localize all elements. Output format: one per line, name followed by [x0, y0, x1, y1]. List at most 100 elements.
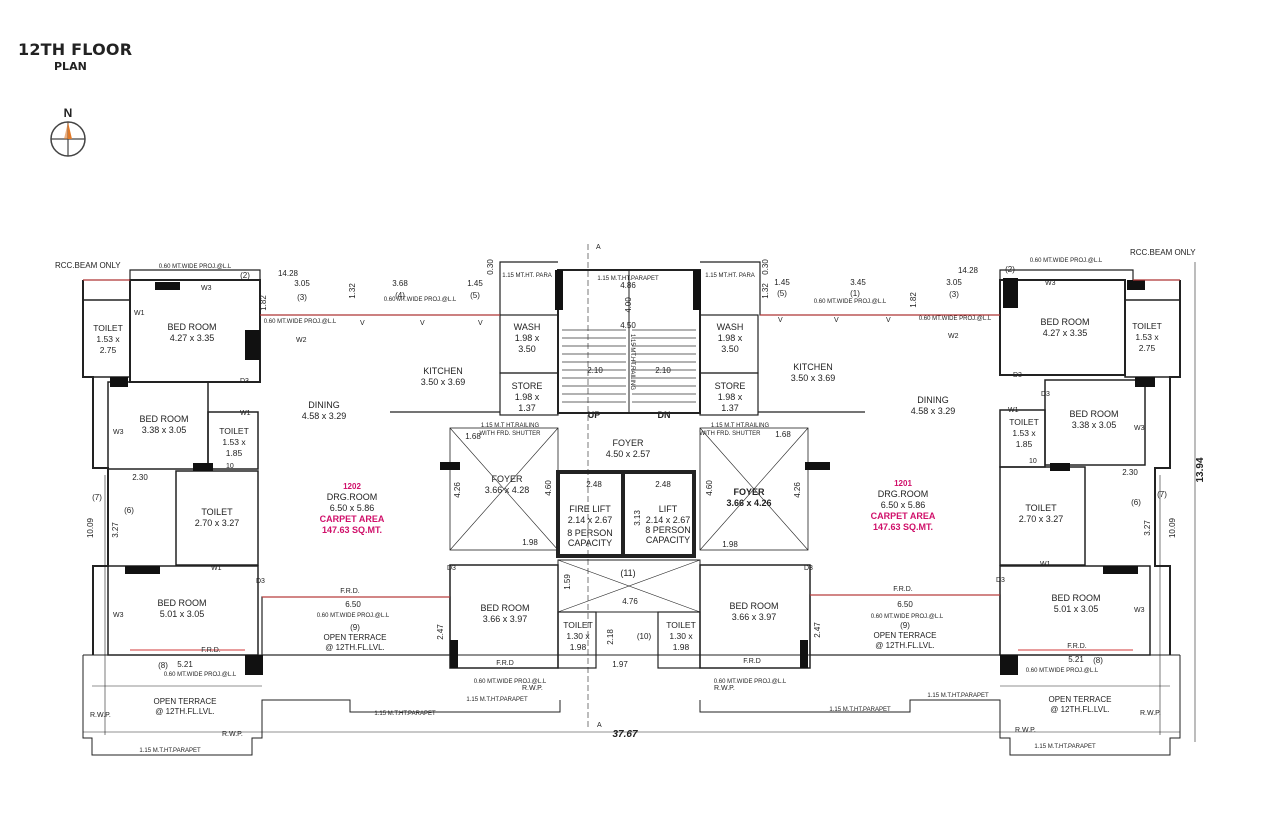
toilet4-left-label: TOILET: [563, 620, 593, 630]
carpet-area-left-label: CARPET AREA: [320, 514, 385, 524]
terrace1-left-num: (9): [350, 623, 360, 632]
terrace2-right-label: OPEN TERRACE: [1049, 695, 1112, 704]
kitchen-left-size: 3.50 x 3.69: [421, 377, 466, 387]
rcc-beam-label-right: RCC.BEAM ONLY: [1130, 248, 1196, 257]
proj-note-core-left: 0.60 MT.WIDE PROJ.@L.L: [474, 679, 547, 685]
bed2-right-label: BED ROOM: [1069, 409, 1118, 419]
kitchen-left-label: KITCHEN: [423, 366, 463, 376]
bed1-left-size: 4.27 x 3.35: [170, 333, 215, 343]
tag-4: (4): [395, 291, 405, 300]
frd-right-terrace: F.R.D.: [893, 586, 913, 593]
proj-note-bottom-right: 0.60 MT.WIDE PROJ.@L.L: [1026, 668, 1099, 674]
stair-down-label: DN: [658, 410, 671, 420]
parapet-note-bottom-left-3: 1.15 M.T.HT.PARAPET: [466, 697, 528, 703]
column-marks: [110, 270, 1155, 675]
dim-198-left: 1.98: [522, 538, 538, 547]
foyer-left-size: 3.66 x 4.28: [485, 485, 530, 495]
frd-right-bed4: F.R.D: [743, 658, 761, 665]
foyer-left-label: FOYER: [491, 474, 523, 484]
window-mark: V: [360, 320, 365, 327]
core-foyer-label: FOYER: [612, 438, 644, 448]
store-left-label: STORE: [512, 381, 543, 391]
page-title: 12TH FLOOR: [18, 40, 133, 59]
dim-030-left: 0.30: [486, 259, 495, 275]
para-note-left: 1.15 MT.HT. PARA: [502, 273, 552, 279]
tag-2-left: (2): [240, 271, 250, 280]
window-mark: W3: [1134, 425, 1145, 432]
kitchen-right-size: 3.50 x 3.69: [791, 373, 836, 383]
flat-number-right: 1201: [894, 479, 912, 488]
flat-number-left: 1202: [343, 482, 361, 491]
window-mark: V: [478, 320, 483, 327]
terrace1-right-num: (9): [900, 621, 910, 630]
toilet2-right-label: TOILET: [1009, 417, 1039, 427]
tag-6-left: (6): [124, 506, 134, 515]
window-mark: V: [420, 320, 425, 327]
dining-right-size: 4.58 x 3.29: [911, 406, 956, 416]
dim-460-left: 4.60: [544, 480, 553, 496]
bed4-left-size: 3.66 x 3.97: [483, 614, 528, 624]
terrace1-right-dim: 6.50: [897, 600, 913, 609]
duct-dimension: 4.76: [622, 597, 638, 606]
lift-label: LIFT: [659, 504, 678, 514]
railing-note-right: 1.15 M.T HT.RAILING: [711, 423, 770, 429]
door-mark: D3: [1013, 372, 1022, 379]
left-depth: 10.09: [86, 517, 95, 538]
toilet1-right-size-a: 1.53 x: [1135, 332, 1159, 342]
parapet-note-bottom-right-2: 1.15 M.T.HT.PARAPET: [1034, 744, 1096, 750]
frd-left-terrace: F.R.D.: [340, 588, 360, 595]
parapet-note-bottom-left-2: 1.15 M.T.HT.PARAPET: [139, 748, 201, 754]
dim-030-right: 0.30: [761, 259, 770, 275]
door-mark: D3: [996, 577, 1005, 584]
terrace-outline-right: [699, 655, 1181, 756]
toilet1-left-size-b: 2.75: [100, 345, 117, 355]
toilet2-left-size-b: 1.85: [226, 448, 243, 458]
dim-210-left: 2.10: [587, 366, 603, 375]
vent-mark: 10: [1029, 458, 1037, 465]
terrace2-left-lvl: @ 12TH.FL.LVL.: [155, 707, 215, 716]
dim-305-left: 3.05: [294, 279, 310, 288]
dim-521-left: 5.21: [177, 660, 193, 669]
axis-tag-bottom: A: [597, 722, 602, 729]
dim-1428-left: 14.28: [278, 269, 299, 278]
toilet4-left-size-b: 1.98: [570, 642, 587, 652]
toilet4-right-label: TOILET: [666, 620, 696, 630]
dim-168-right: 1.68: [775, 430, 791, 439]
bed2-left-size: 3.38 x 3.05: [142, 425, 187, 435]
bed3-right-label: BED ROOM: [1051, 593, 1100, 603]
terrace-outline-left: [82, 655, 561, 756]
wash-right-size-a: 1.98 x: [718, 333, 743, 343]
dim-218: 2.18: [606, 629, 615, 645]
plan-structure: [82, 244, 1196, 756]
dim-182-right: 1.82: [909, 292, 918, 308]
dim-230-left: 2.30: [132, 473, 148, 482]
foyer-right-label: FOYER: [733, 487, 765, 497]
store-left-size-a: 1.98 x: [515, 392, 540, 402]
tag-3-right: (3): [949, 290, 959, 299]
parapet-note-bottom-left-1: 1.15 M.T.HT.PARAPET: [374, 711, 436, 717]
window-mark: W3: [113, 429, 124, 436]
tag-7-left: (7): [92, 493, 102, 502]
toilet2-left-size-a: 1.53 x: [222, 437, 246, 447]
dim-145-right: 1.45: [774, 278, 790, 287]
flat-right-outline: [1154, 280, 1181, 655]
core-foyer-size: 4.50 x 2.57: [606, 449, 651, 459]
tag-7-right: (7): [1157, 490, 1167, 499]
duct-number: (11): [620, 568, 635, 578]
bed3-left-label: BED ROOM: [157, 598, 206, 608]
toilet2-left-label: TOILET: [219, 426, 249, 436]
parapet-note-bottom-right-3: 1.15 M.T.HT.PARAPET: [927, 693, 989, 699]
tag-5-left: (5): [470, 291, 480, 300]
pink-grid-marks: [83, 279, 1180, 651]
fire-lift-capacity-b: CAPACITY: [568, 538, 612, 548]
terrace1-left-lvl: @ 12TH.FL.LVL.: [325, 643, 385, 652]
stair-up-label: UP: [588, 410, 601, 420]
railing-note-left: 1.15 M.T HT.RAILING: [481, 423, 540, 429]
tag-5-right: (5): [777, 289, 787, 298]
carpet-area-right-value: 147.63 SQ.MT.: [873, 522, 933, 532]
drg-room-left-size: 6.50 x 5.86: [330, 503, 375, 513]
dim-145-left: 1.45: [467, 279, 483, 288]
frd-left-bed: F.R.D.: [201, 647, 221, 654]
toilet1-right-label: TOILET: [1132, 321, 1162, 331]
dim-345: 3.45: [850, 278, 866, 287]
